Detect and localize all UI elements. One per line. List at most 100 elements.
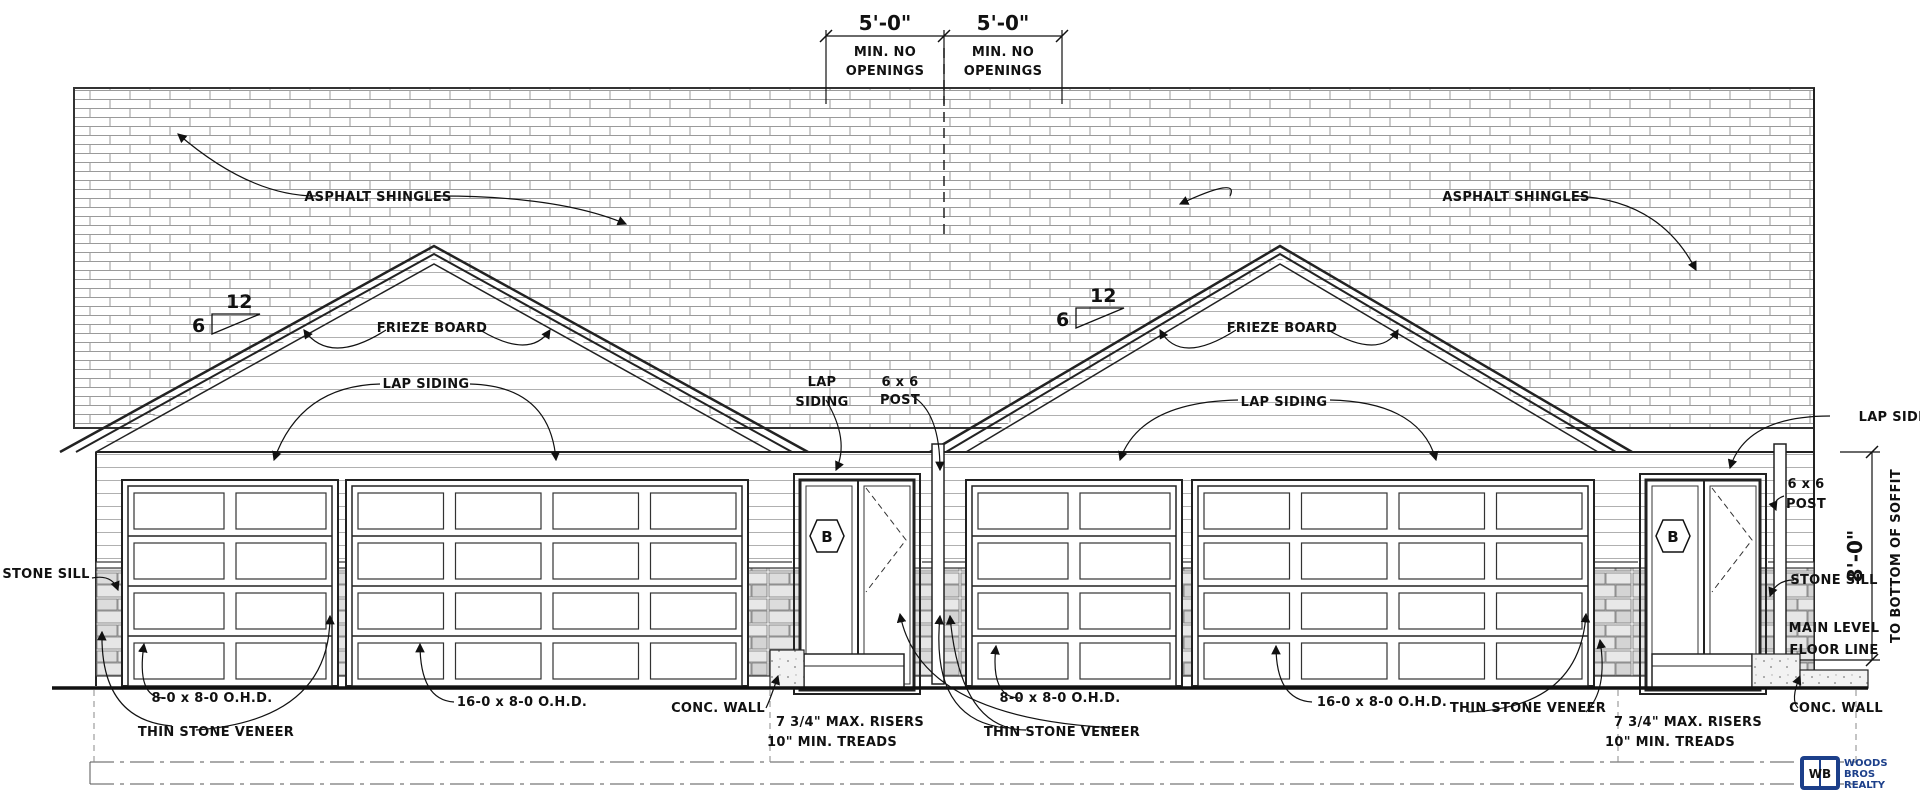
door-panel: [552, 542, 640, 580]
height-value: 8'-0": [1843, 530, 1867, 583]
logo-line1: WOODS: [1844, 758, 1888, 769]
door-panel: [977, 542, 1069, 580]
left-gable: [59, 244, 809, 454]
door-panel: [1079, 592, 1171, 630]
door-panel: [1300, 542, 1388, 580]
label-door-16x8-left: 16-0 x 8-0 O.H.D.: [457, 695, 587, 710]
logo-mark: WB: [1809, 767, 1831, 781]
door-panel: [1203, 592, 1291, 630]
logo-line3: REALTY: [1844, 780, 1886, 791]
door-panel: [649, 642, 737, 680]
dimension-height: 8'-0" TO BOTTOM OF SOFFIT: [1800, 445, 1904, 667]
woods-bros-realty-logo: WB WOODS BROS REALTY: [1800, 756, 1888, 791]
door-panel: [1398, 642, 1486, 680]
door-panel: [235, 492, 327, 530]
label-treads-left: 10" MIN. TREADS: [767, 735, 897, 750]
label-main-level-1: MAIN LEVEL: [1789, 621, 1880, 636]
pitch-right-run: 12: [1090, 285, 1116, 307]
door-panel: [1300, 642, 1388, 680]
door-panel: [552, 592, 640, 630]
door-panel: [1398, 542, 1486, 580]
label-lap-siding-left: LAP SIDING: [383, 377, 470, 392]
door-panel: [1079, 542, 1171, 580]
door-panel: [649, 592, 737, 630]
door-panel: [552, 492, 640, 530]
dim-left-note-1: MIN. NO: [854, 45, 916, 60]
garage-door-8x8-left: [121, 479, 339, 687]
garage-door-8x8-right: [965, 479, 1183, 687]
label-lap-line2: SIDING: [795, 395, 848, 410]
door-panel: [235, 592, 327, 630]
door-panel: [133, 542, 225, 580]
dimension-top: 5'-0" 5'-0" MIN. NO OPENINGS MIN. NO OPE…: [819, 11, 1069, 104]
label-thin-stone-right: THIN STONE VENEER: [1450, 701, 1606, 716]
logo-line2: BROS: [1844, 769, 1875, 780]
label-risers-left: 7 3/4" MAX. RISERS: [776, 715, 924, 730]
label-stone-sill-left: STONE SILL: [2, 567, 89, 582]
label-post-right-1: 6 x 6: [1787, 477, 1824, 492]
door-panel: [357, 542, 445, 580]
door-panel: [235, 542, 327, 580]
callout-labels: ASPHALT SHINGLES ASPHALT SHINGLES FRIEZE…: [2, 190, 1920, 750]
door-panel: [1203, 492, 1291, 530]
door-panel: [357, 592, 445, 630]
door-panel: [977, 492, 1069, 530]
door-panel: [1495, 542, 1583, 580]
label-risers-right: 7 3/4" MAX. RISERS: [1614, 715, 1762, 730]
label-thin-stone-mid: THIN STONE VENEER: [984, 725, 1140, 740]
door-panel: [1398, 592, 1486, 630]
pitch-left-rise: 6: [192, 315, 205, 337]
label-thin-stone-left: THIN STONE VENEER: [138, 725, 294, 740]
steps-right: [1651, 653, 1869, 689]
door-panel: [1495, 592, 1583, 630]
door-panel: [454, 542, 542, 580]
label-asphalt-shingles-right: ASPHALT SHINGLES: [1442, 190, 1589, 205]
garage-door-16x8-left: [345, 479, 749, 687]
door-panel: [1079, 492, 1171, 530]
label-lap-line1: LAP: [808, 375, 837, 390]
label-conc-wall-right: CONC. WALL: [1789, 701, 1883, 716]
door-panel: [454, 592, 542, 630]
label-post-right-2: POST: [1786, 497, 1826, 512]
label-conc-wall-left: CONC. WALL: [671, 701, 765, 716]
door-panel: [357, 492, 445, 530]
post-right: [1773, 443, 1787, 685]
door-panel: [1300, 492, 1388, 530]
dim-left-note-2: OPENINGS: [846, 64, 925, 79]
door-panel: [1398, 492, 1486, 530]
right-gable: [929, 244, 1633, 454]
pitch-symbol-left: 12 6: [192, 291, 261, 337]
door-panel: [649, 492, 737, 530]
dim-right-note-2: OPENINGS: [964, 64, 1043, 79]
window-tag-left: B: [821, 528, 832, 546]
door-panel: [1203, 642, 1291, 680]
garage-doors: [121, 479, 1595, 687]
door-panel: [454, 642, 542, 680]
label-lap-siding-far-right: LAP SIDING: [1859, 410, 1920, 425]
label-post-left-1: 6 x 6: [881, 375, 918, 390]
door-panel: [1495, 492, 1583, 530]
pitch-left-run: 12: [226, 291, 252, 313]
garage-door-16x8-right: [1191, 479, 1595, 687]
door-panel: [133, 642, 225, 680]
post-left: [931, 443, 945, 685]
leader-lines: [91, 133, 1831, 731]
door-panel: [1495, 642, 1583, 680]
label-door-8x8-left: 8-0 x 8-0 O.H.D.: [152, 691, 273, 706]
label-lap-siding-right: LAP SIDING: [1241, 395, 1328, 410]
door-panel: [454, 492, 542, 530]
door-panel: [235, 642, 327, 680]
door-panel: [1300, 592, 1388, 630]
door-panel: [133, 492, 225, 530]
steps-left: [769, 649, 905, 689]
label-post-left-2: POST: [880, 393, 920, 408]
height-note: TO BOTTOM OF SOFFIT: [1889, 469, 1904, 643]
pitch-right-rise: 6: [1056, 309, 1069, 331]
door-panel: [977, 642, 1069, 680]
dim-right-value: 5'-0": [977, 11, 1030, 35]
door-panel: [649, 542, 737, 580]
window-tag-right: B: [1667, 528, 1678, 546]
label-frieze-board-right: FRIEZE BOARD: [1227, 321, 1338, 336]
pitch-symbol-right: 12 6: [1056, 285, 1125, 331]
